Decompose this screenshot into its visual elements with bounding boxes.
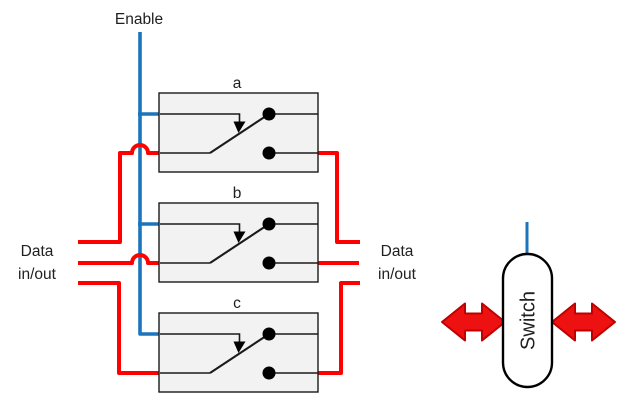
data-right-line1: Data	[381, 243, 414, 260]
switch-box-c: c	[158, 295, 319, 393]
switch-c-contact-top	[262, 327, 276, 341]
data-wire-left-a	[78, 143, 160, 244]
enable-wire-main	[138, 32, 160, 336]
switch-b-contact-top	[262, 217, 276, 231]
switch-a-lever	[209, 115, 267, 154]
switch-symbol: Switch	[441, 222, 616, 389]
switch-c-contact-bottom	[262, 366, 276, 380]
switch-b-lever	[209, 225, 267, 264]
switch-box-c-label: c	[233, 295, 241, 312]
switch-b-control-arrowhead-icon	[233, 231, 246, 243]
switch-box-b-label: b	[233, 185, 242, 202]
data-wire-right-a	[318, 151, 360, 244]
data-inout-left-label: Data in/out	[18, 243, 57, 283]
switch-b-contact-bottom	[262, 256, 276, 270]
switch-a-contact-bottom	[262, 146, 276, 160]
data-wire-left-b	[78, 253, 160, 265]
switch-a-control-arrowhead-icon	[233, 121, 246, 133]
switch-c-control-arrowhead-icon	[233, 341, 246, 353]
switch-symbol-label: Switch	[518, 291, 540, 350]
switch-b-control-line	[160, 223, 241, 232]
data-inout-right-label: Data in/out	[378, 243, 417, 283]
switch-box-a-label: a	[233, 75, 242, 92]
left-right-arrow-icon	[441, 302, 506, 342]
switch-a-contact-top	[262, 107, 276, 121]
switch-c-lever	[209, 335, 267, 374]
switch-a-control-line	[160, 113, 241, 122]
data-right-line2: in/out	[378, 266, 417, 283]
left-right-arrow-icon	[551, 302, 616, 342]
data-wire-right-c	[318, 281, 360, 375]
switch-c-control-line	[160, 333, 241, 342]
enable-label: Enable	[115, 11, 163, 28]
switch-box-a: a	[158, 75, 319, 173]
switch-symbol-body	[501, 252, 554, 389]
data-wire-left-c	[78, 281, 160, 375]
data-left-line2: in/out	[18, 266, 57, 283]
data-left-line1: Data	[21, 243, 54, 260]
switch-box-b: b	[158, 185, 319, 283]
